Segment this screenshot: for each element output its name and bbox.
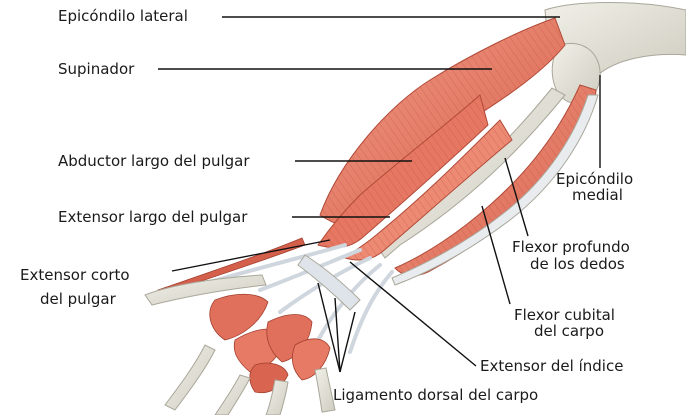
leader-dorsal-carpal-2 xyxy=(334,297,341,373)
leader-flexor-digitorum-profundus xyxy=(504,157,529,237)
label-supinator: Supinador xyxy=(58,60,135,78)
label-flexor-carpi-ulnaris-line1: Flexor cubital xyxy=(514,306,615,324)
flexor-carpi-ulnaris-tendon xyxy=(391,94,599,286)
leader-lines xyxy=(158,16,601,373)
label-flexor-carpi-ulnaris-line2: del carpo xyxy=(534,322,604,340)
dorsal-carpal-ligament xyxy=(297,254,361,311)
label-abductor-pollicis-longus: Abductor largo del pulgar xyxy=(58,152,250,170)
leader-dorsal-carpal-3 xyxy=(339,311,356,373)
label-extensor-indicis: Extensor del índice xyxy=(480,357,624,375)
label-flexor-digitorum-profundus-line2: de los dedos xyxy=(530,255,625,273)
leader-extensor-indicis xyxy=(349,261,477,367)
label-medial-epicondyle-line2: medial xyxy=(572,186,623,204)
label-dorsal-carpal-ligament: Ligamento dorsal del carpo xyxy=(333,386,539,404)
label-extensor-pollicis-longus: Extensor largo del pulgar xyxy=(58,208,248,226)
leader-dorsal-carpal-1 xyxy=(317,282,341,373)
leader-flexor-carpi-ulnaris xyxy=(481,205,511,305)
label-extensor-pollicis-brevis-line2: del pulgar xyxy=(40,290,116,308)
label-medial-epicondyle-line1: Epicóndilo xyxy=(556,170,634,188)
label-extensor-pollicis-brevis-line1: Extensor corto xyxy=(20,266,130,284)
label-flexor-digitorum-profundus-line1: Flexor profundo xyxy=(512,238,630,256)
hand-interossei-muscles xyxy=(209,293,331,394)
thumb-bone xyxy=(144,274,267,306)
label-lateral-epicondyle: Epicóndilo lateral xyxy=(58,7,188,25)
finger-bones xyxy=(164,344,336,415)
leader-extensor-pollicis-brevis xyxy=(171,239,331,272)
